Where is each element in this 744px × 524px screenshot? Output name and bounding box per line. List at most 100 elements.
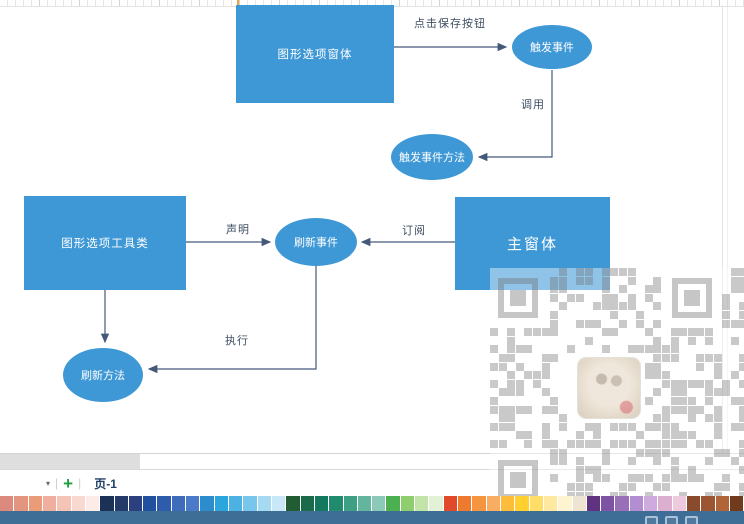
palette-swatch[interactable] (243, 496, 257, 511)
palette-swatch[interactable] (458, 496, 472, 511)
qr-module (679, 397, 688, 405)
palette-swatch[interactable] (100, 496, 114, 511)
palette-swatch[interactable] (85, 496, 100, 511)
fullscreen-view-icon[interactable] (685, 516, 698, 524)
palette-swatch[interactable] (672, 496, 686, 511)
palette-swatch[interactable] (357, 496, 372, 511)
palette-swatch[interactable] (171, 496, 186, 511)
shape-refresh-event[interactable]: 刷新事件 (275, 218, 357, 266)
palette-swatch[interactable] (57, 496, 71, 511)
palette-swatch[interactable] (586, 496, 601, 511)
qr-module (670, 457, 679, 466)
connector-invoke[interactable] (477, 70, 553, 162)
palette-swatch[interactable] (186, 496, 200, 511)
palette-swatch[interactable] (286, 496, 300, 511)
palette-swatch[interactable] (314, 496, 329, 511)
palette-swatch[interactable] (658, 496, 672, 511)
palette-swatch[interactable] (543, 496, 558, 511)
palette-swatch[interactable] (729, 496, 744, 511)
palette-swatch[interactable] (715, 496, 729, 511)
palette-swatch[interactable] (271, 496, 286, 511)
palette-swatch[interactable] (214, 496, 228, 511)
palette-swatch[interactable] (257, 496, 271, 511)
palette-swatch[interactable] (14, 496, 28, 511)
normal-view-icon[interactable] (645, 516, 658, 524)
palette-swatch[interactable] (629, 496, 644, 511)
connector-execute[interactable] (147, 266, 317, 374)
qr-module (705, 379, 713, 388)
palette-swatch[interactable] (558, 496, 572, 511)
palette-swatch[interactable] (128, 496, 143, 511)
add-page-button[interactable]: + (63, 473, 74, 493)
label-subscribe[interactable]: 订阅 (402, 225, 426, 237)
horizontal-scrollbar-thumb[interactable] (0, 454, 140, 469)
palette-swatch[interactable] (701, 496, 715, 511)
qr-module (507, 354, 516, 362)
label-invoke[interactable]: 调用 (521, 99, 545, 111)
label-declare[interactable]: 声明 (226, 224, 250, 236)
qr-module (593, 302, 602, 311)
tab-page-1[interactable]: 页-1 (94, 476, 117, 491)
qr-module (584, 319, 593, 328)
qr-module (610, 302, 619, 311)
palette-swatch[interactable] (157, 496, 171, 511)
palette-swatch[interactable] (300, 496, 314, 511)
shape-refresh-method[interactable]: 刷新方法 (63, 348, 143, 402)
label-click-save[interactable]: 点击保存按钮 (414, 18, 486, 30)
palette-swatch[interactable] (644, 496, 658, 511)
qr-module (541, 328, 550, 337)
palette-swatch[interactable] (515, 496, 529, 511)
shape-trigger-event[interactable]: 触发事件 (512, 25, 592, 69)
palette-swatch[interactable] (114, 496, 128, 511)
vertical-scrollbar[interactable] (722, 7, 723, 453)
qr-module (567, 440, 576, 448)
qr-module (507, 379, 516, 388)
palette-swatch[interactable] (443, 496, 457, 511)
shape-trigger-event-label: 触发事件 (530, 42, 574, 54)
qr-module (679, 491, 688, 496)
horizontal-scrollbar[interactable] (0, 453, 744, 470)
palette-swatch[interactable] (200, 496, 214, 511)
qr-module (627, 483, 636, 491)
reading-view-icon[interactable] (665, 516, 678, 524)
palette-swatch[interactable] (486, 496, 500, 511)
palette-swatch[interactable] (687, 496, 701, 511)
palette-swatch[interactable] (229, 496, 243, 511)
palette-swatch[interactable] (400, 496, 415, 511)
palette-swatch[interactable] (529, 496, 543, 511)
palette-swatch[interactable] (472, 496, 486, 511)
qr-module (558, 285, 567, 294)
palette-swatch[interactable] (28, 496, 42, 511)
qr-module (550, 276, 559, 285)
palette-swatch[interactable] (329, 496, 343, 511)
shape-trigger-event-method[interactable]: 触发事件方法 (391, 134, 473, 180)
qr-module (601, 285, 610, 294)
palette-swatch[interactable] (372, 496, 386, 511)
page-list-dropdown-icon[interactable]: ▾ (46, 478, 51, 488)
palette-swatch[interactable] (615, 496, 629, 511)
shape-options-tool-class[interactable]: 图形选项工具类 (24, 196, 186, 290)
palette-swatch[interactable] (143, 496, 157, 511)
label-execute[interactable]: 执行 (225, 335, 249, 347)
qr-module (601, 457, 610, 466)
palette-swatch[interactable] (71, 496, 85, 511)
palette-swatch[interactable] (42, 496, 57, 511)
palette-swatch[interactable] (601, 496, 615, 511)
qr-module (619, 319, 627, 328)
qr-module (515, 379, 524, 388)
shape-options-form[interactable]: 图形选项窗体 (236, 5, 394, 103)
qr-module (584, 440, 593, 448)
qr-module (722, 311, 731, 319)
palette-swatch[interactable] (386, 496, 400, 511)
qr-module (576, 465, 584, 474)
palette-swatch[interactable] (572, 496, 586, 511)
palette-swatch[interactable] (500, 496, 515, 511)
qr-module (576, 293, 584, 302)
shape-main-form[interactable]: 主窗体 (455, 197, 610, 290)
palette-swatch[interactable] (343, 496, 357, 511)
qr-module (610, 440, 619, 448)
palette-swatch[interactable] (429, 496, 443, 511)
qr-module (722, 474, 731, 483)
palette-swatch[interactable] (415, 496, 429, 511)
palette-swatch[interactable] (0, 496, 14, 511)
